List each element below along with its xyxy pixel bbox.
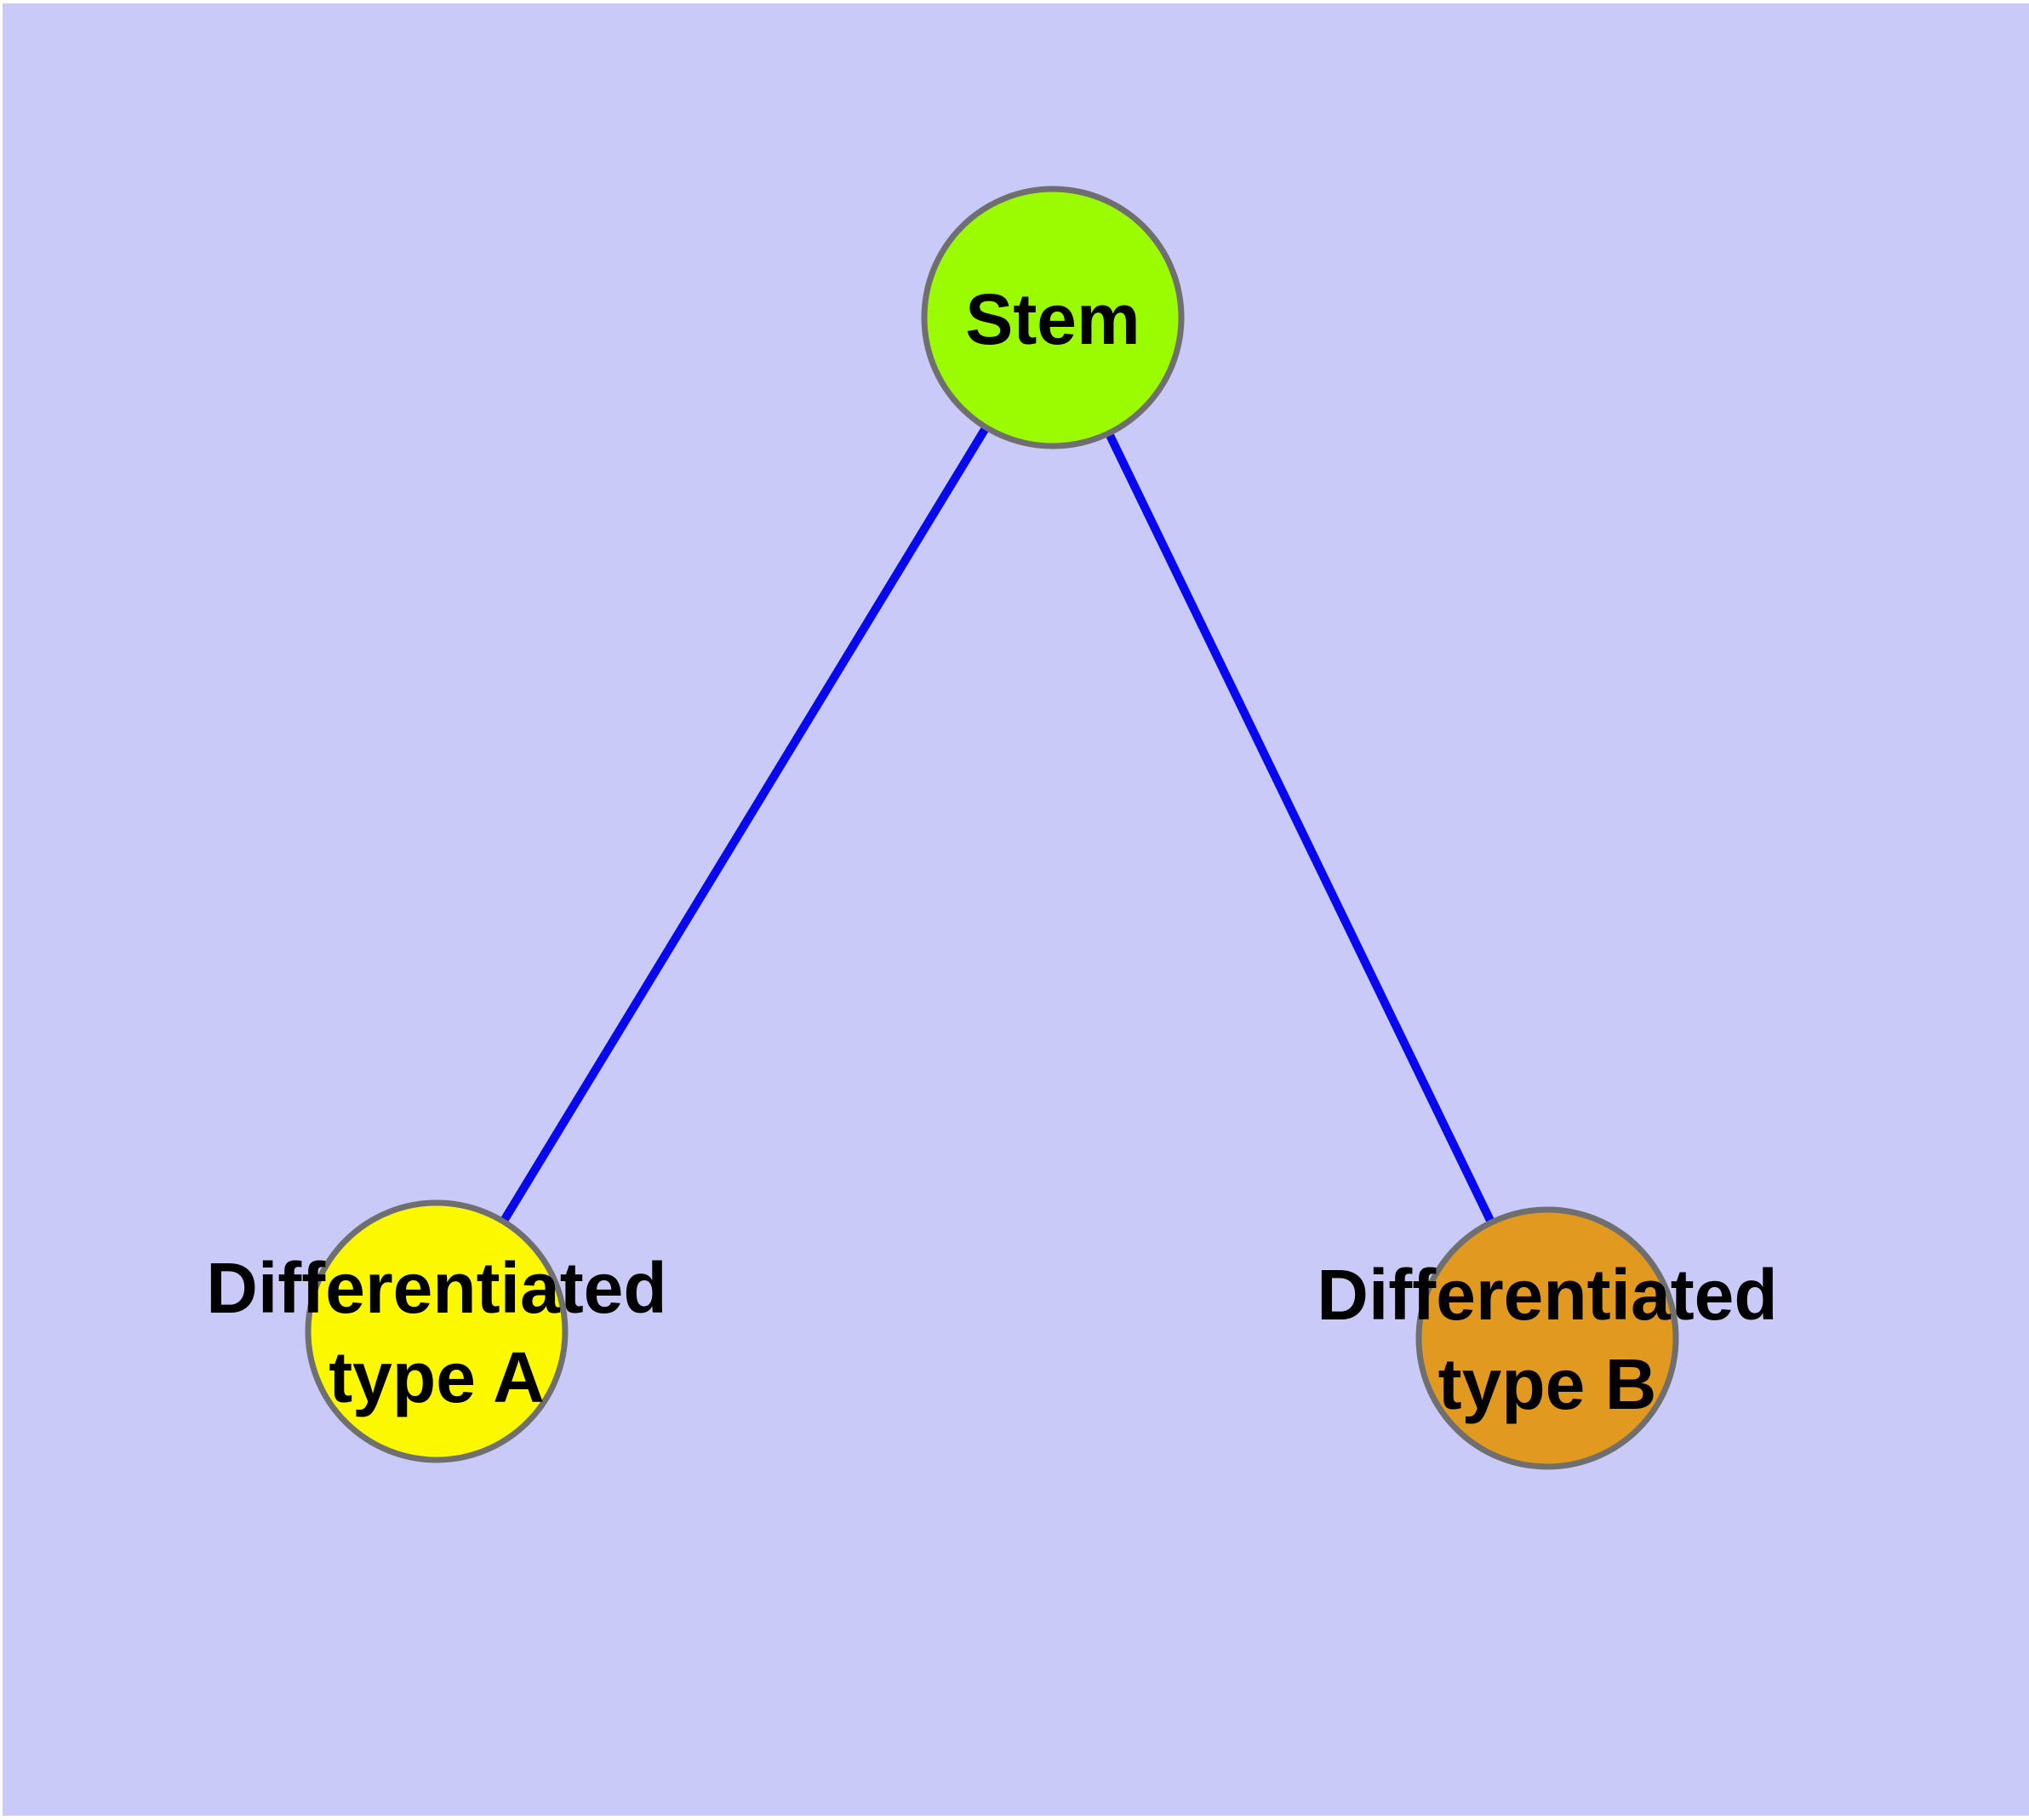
node-type-a-label-line1: Differentiated <box>206 1248 666 1328</box>
node-stem <box>921 186 1185 449</box>
node-type-b-label-line2: type B <box>1438 1344 1657 1424</box>
node-type-b-label-line1: Differentiated <box>1317 1255 1777 1335</box>
edge-stem-to-type-b <box>1049 315 1552 1341</box>
edge-stem-to-type-a <box>432 315 1057 1334</box>
node-type-a-label-line2: type A <box>329 1337 545 1417</box>
node-type-a <box>305 1199 569 1463</box>
node-type-b <box>1415 1206 1679 1470</box>
node-stem-label: Stem <box>965 279 1140 359</box>
